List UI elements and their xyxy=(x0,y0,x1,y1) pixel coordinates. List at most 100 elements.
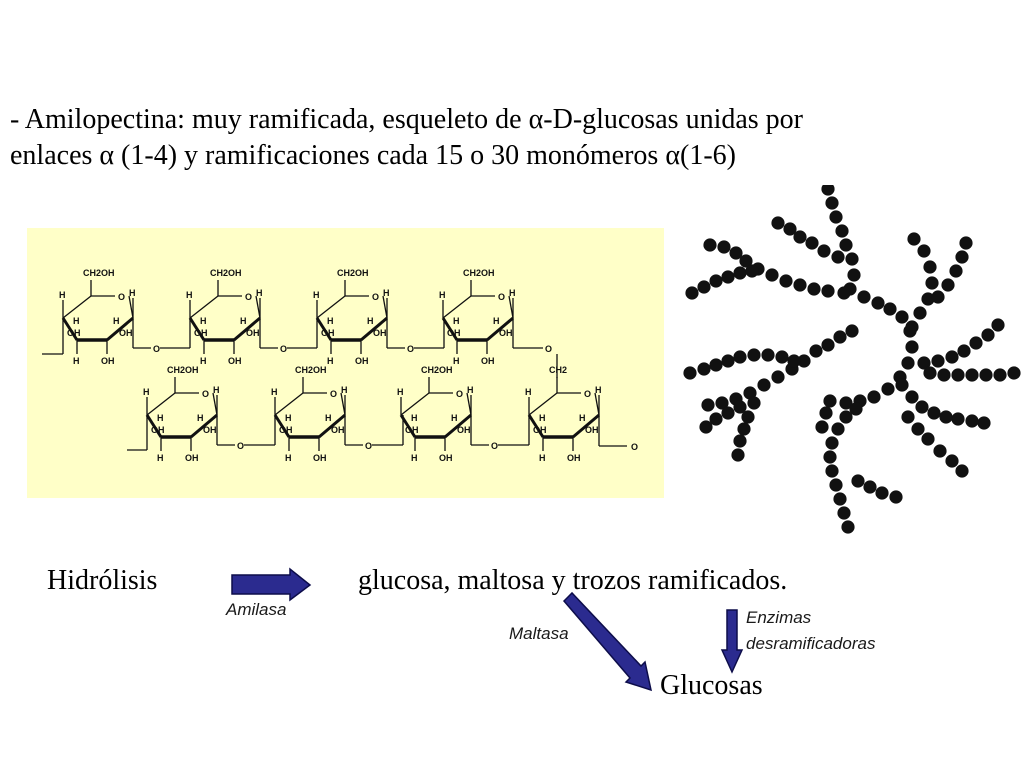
glucose-unit-dot xyxy=(977,416,991,430)
glucose-unit-dot xyxy=(839,410,853,424)
ring-oxygen-label: O xyxy=(456,389,463,399)
glucose-unit-dot xyxy=(745,264,759,278)
glucose-unit-dot xyxy=(969,336,983,350)
glucose-unit-dot xyxy=(1007,366,1021,380)
glucose-unit-dot xyxy=(709,358,723,372)
glucosas-label: Glucosas xyxy=(660,670,763,701)
ring-oxygen-label: O xyxy=(118,292,125,302)
h-label: H xyxy=(411,413,418,423)
h-label: H xyxy=(73,316,80,326)
glucose-unit-dot xyxy=(833,492,847,506)
glucose-unit-dot xyxy=(805,236,819,250)
glucose-unit-dot xyxy=(743,386,757,400)
glucose-unit-dot xyxy=(793,278,807,292)
glucose-unit-dot xyxy=(901,410,915,424)
h-label: H xyxy=(341,385,348,395)
glucose-unit-dot xyxy=(835,224,849,238)
ch2oh-label: CH2OH xyxy=(83,268,115,278)
glucose-unit-dot xyxy=(741,410,755,424)
h-label: H xyxy=(113,316,120,326)
glucose-unit-dot xyxy=(933,444,947,458)
oh-label: OH xyxy=(185,453,199,463)
oh-label: OH xyxy=(151,425,165,435)
ring-oxygen-label: O xyxy=(372,292,379,302)
glucose-unit-dot xyxy=(771,370,785,384)
glucose-unit-dot xyxy=(883,302,897,316)
glucose-unit-dot xyxy=(797,354,811,368)
glucose-unit-dot xyxy=(747,348,761,362)
h-label: H xyxy=(129,288,136,298)
glucose-unit-dot xyxy=(923,260,937,274)
glucose-unit-dot xyxy=(825,464,839,478)
h-label: H xyxy=(493,316,500,326)
glucose-unit-dot xyxy=(733,434,747,448)
glucose-unit-dot xyxy=(949,264,963,278)
glucose-unit-dot xyxy=(849,402,863,416)
oh-label: OH xyxy=(246,328,260,338)
oh-label: OH xyxy=(313,453,327,463)
oh-label: OH xyxy=(279,425,293,435)
oh-label: OH xyxy=(533,425,547,435)
glucose-unit-dot xyxy=(863,480,877,494)
ch2oh-label: CH2OH xyxy=(421,365,453,375)
branch-oxygen-label: O xyxy=(545,344,552,354)
glucose-unit-dot xyxy=(839,238,853,252)
h-label: H xyxy=(451,413,458,423)
glucose-unit-dot xyxy=(945,350,959,364)
glucose-unit-dot xyxy=(683,366,697,380)
linkage-oxygen-label: O xyxy=(407,344,414,354)
h-label: H xyxy=(285,453,292,463)
glucose-unit-dot xyxy=(721,406,735,420)
glucose-unit-dot xyxy=(845,324,859,338)
linkage-oxygen-label: O xyxy=(237,441,244,451)
glucose-unit-dot xyxy=(925,276,939,290)
hidrolisis-label: Hidrólisis xyxy=(47,565,158,596)
oh-label: OH xyxy=(499,328,513,338)
oh-label: OH xyxy=(373,328,387,338)
ch2oh-label: CH2OH xyxy=(167,365,199,375)
h-label: H xyxy=(200,356,207,366)
glucose-unit-dot xyxy=(809,344,823,358)
ch2oh-label: CH2OH xyxy=(210,268,242,278)
glucose-unit-dot xyxy=(823,450,837,464)
h-label: H xyxy=(157,413,164,423)
glucose-unit-dot xyxy=(907,232,921,246)
products-label: glucosa, maltosa y trozos ramificados. xyxy=(358,565,788,596)
glucose-unit-dot xyxy=(829,210,843,224)
glucose-unit-dot xyxy=(821,185,835,196)
maltasa-label: Maltasa xyxy=(509,624,569,643)
h-label: H xyxy=(197,413,204,423)
glucose-unit-dot xyxy=(715,396,729,410)
end-oxygen-label: O xyxy=(631,442,638,452)
glucose-unit-dot xyxy=(905,390,919,404)
glucose-unit-dot xyxy=(697,362,711,376)
glucose-unit-dot xyxy=(701,398,715,412)
oh-label: OH xyxy=(567,453,581,463)
h-label: H xyxy=(271,387,278,397)
heading-line-1: - Amilopectina: muy ramificada, esquelet… xyxy=(10,104,803,135)
h-label: H xyxy=(325,413,332,423)
h-label: H xyxy=(579,413,586,423)
h-label: H xyxy=(327,316,334,326)
glucose-unit-dot xyxy=(917,356,931,370)
glucose-unit-dot xyxy=(775,350,789,364)
glucose-unit-dot xyxy=(981,328,995,342)
glucose-unit-dot xyxy=(965,414,979,428)
linkage-oxygen-label: O xyxy=(280,344,287,354)
glucose-unit-dot xyxy=(793,230,807,244)
glucose-unit-dot xyxy=(923,366,937,380)
glucose-unit-dot xyxy=(783,222,797,236)
glucose-unit-dot xyxy=(821,338,835,352)
glucose-unit-dot xyxy=(945,454,959,468)
heading-line-2: enlaces α (1-4) y ramificaciones cada 15… xyxy=(10,140,736,171)
glucose-unit-dot xyxy=(901,356,915,370)
glucose-unit-dot xyxy=(699,420,713,434)
glucose-unit-dot xyxy=(965,368,979,382)
glucose-unit-dot xyxy=(765,268,779,282)
glucose-unit-dot xyxy=(931,354,945,368)
h-label: H xyxy=(200,316,207,326)
glucose-unit-dot xyxy=(921,432,935,446)
oh-label: OH xyxy=(321,328,335,338)
